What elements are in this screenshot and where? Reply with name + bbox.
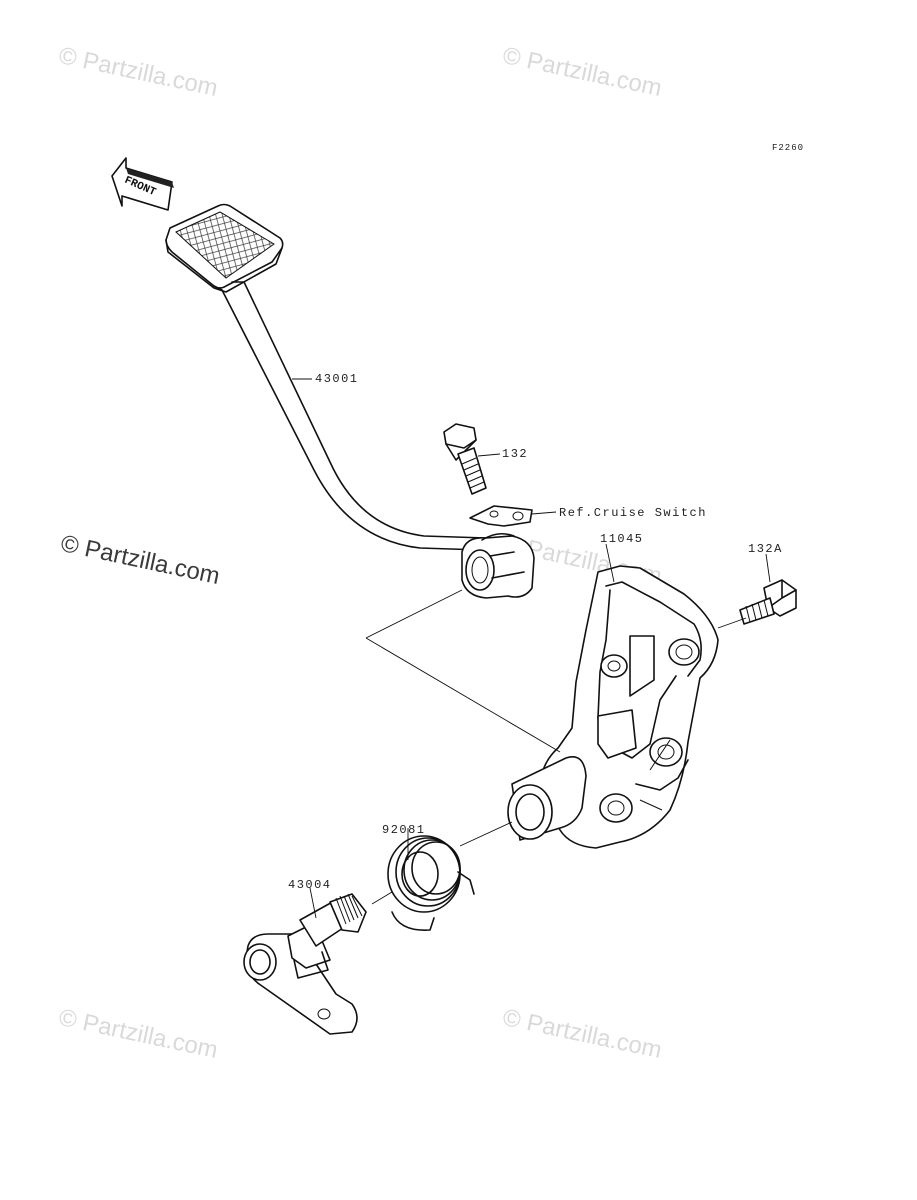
- cruise-switch-bracket: [469, 505, 533, 527]
- part-label-92081[interactable]: 92081: [382, 823, 426, 837]
- leader-lines: [292, 378, 771, 919]
- pedal-pad: [165, 203, 284, 293]
- return-spring: [387, 835, 475, 931]
- part-label-132[interactable]: 132: [502, 447, 529, 461]
- pedal-bracket: [507, 565, 719, 849]
- part-label-43001[interactable]: 43001: [315, 372, 359, 386]
- front-arrow-icon: [111, 157, 174, 211]
- part-label-11045[interactable]: 11045: [600, 532, 644, 546]
- part-label-132a[interactable]: 132A: [748, 542, 783, 556]
- bolt-132: [443, 423, 487, 495]
- brake-pedal-arm: [213, 281, 535, 599]
- part-label-ref-cruise-switch[interactable]: Ref.Cruise Switch: [559, 506, 707, 520]
- bolt-132a: [739, 579, 797, 625]
- figure-code: F2260: [772, 143, 805, 153]
- brake-shaft-lever: [243, 893, 367, 1035]
- part-label-43004[interactable]: 43004: [288, 878, 332, 892]
